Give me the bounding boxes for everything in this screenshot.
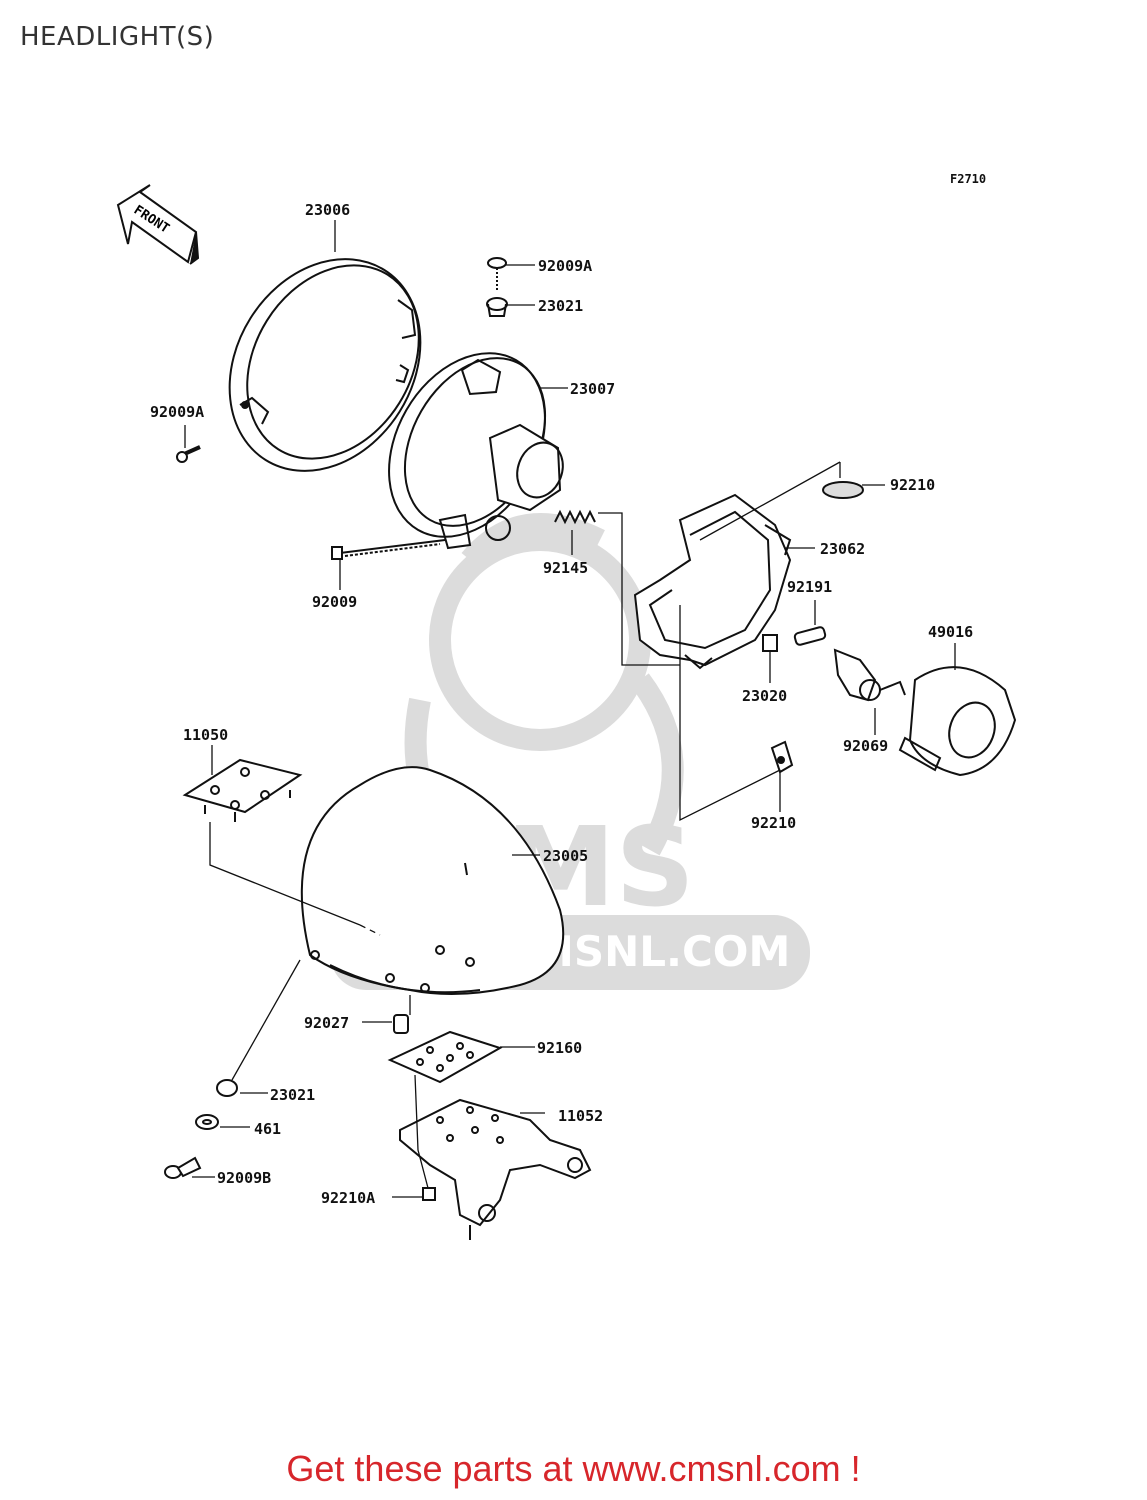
- part-label-23021-bottom[interactable]: 23021: [270, 1086, 315, 1104]
- part-label-23062[interactable]: 23062: [820, 540, 865, 558]
- part-label-49016[interactable]: 49016: [928, 623, 973, 641]
- part-label-92009A-left[interactable]: 92009A: [150, 403, 204, 421]
- parts-drawing: [164, 257, 1017, 1240]
- dust-cover: [898, 666, 1017, 777]
- adjusting-screw: [331, 539, 446, 560]
- leader-lines: [184, 220, 956, 1198]
- collar: [393, 1014, 409, 1034]
- page-title: HEADLIGHT(S): [20, 22, 215, 52]
- part-label-92210A[interactable]: 92210A: [321, 1189, 375, 1207]
- part-label-11052[interactable]: 11052: [558, 1107, 603, 1125]
- part-label-23021-top[interactable]: 23021: [538, 297, 583, 315]
- part-label-92027[interactable]: 92027: [304, 1014, 349, 1032]
- pilot-bulb: [793, 626, 827, 646]
- clip-top: [822, 481, 864, 499]
- part-label-92009B[interactable]: 92009B: [217, 1169, 271, 1187]
- part-label-23007[interactable]: 23007: [570, 380, 615, 398]
- headlight-bulb: [833, 648, 906, 702]
- part-label-23020[interactable]: 23020: [742, 687, 787, 705]
- washer: [195, 1114, 219, 1130]
- nut-bottom: [422, 1187, 436, 1201]
- bolt-bottom: [164, 1156, 202, 1179]
- grommet-top: [486, 297, 508, 317]
- part-label-92009A-top[interactable]: 92009A: [538, 257, 592, 275]
- part-label-92210-top[interactable]: 92210: [890, 476, 935, 494]
- part-label-461[interactable]: 461: [254, 1120, 281, 1138]
- headlight-reflector-housing: [388, 352, 564, 550]
- part-label-23006[interactable]: 23006: [305, 201, 350, 219]
- socket-connector: [762, 634, 778, 652]
- headlight-rim-ring: [228, 258, 422, 472]
- part-label-23005[interactable]: 23005: [543, 847, 588, 865]
- screw-left: [176, 445, 201, 463]
- part-label-11050[interactable]: 11050: [183, 726, 228, 744]
- damper-plate: [387, 1030, 503, 1084]
- grommet-bottom: [216, 1079, 238, 1097]
- part-label-92009[interactable]: 92009: [312, 593, 357, 611]
- footer-link: Get these parts at www.cmsnl.com !: [0, 1448, 1147, 1490]
- part-label-92160[interactable]: 92160: [537, 1039, 582, 1057]
- part-labels: 23006 92009A 23021 23007 92009A 92210 23…: [150, 201, 973, 1207]
- top-mount-plate: [182, 758, 303, 822]
- headlight-cowl: [300, 766, 565, 995]
- front-direction-marker: FRONT: [116, 184, 200, 265]
- clip-mid: [770, 740, 794, 774]
- part-label-92069[interactable]: 92069: [843, 737, 888, 755]
- adjusting-spring: [554, 509, 596, 525]
- part-label-92191[interactable]: 92191: [787, 578, 832, 596]
- lamp-holder-frame: [633, 493, 792, 670]
- screw-top: [487, 257, 507, 290]
- figure-code: F2710: [950, 172, 987, 186]
- part-label-92210-mid[interactable]: 92210: [751, 814, 796, 832]
- part-label-92145[interactable]: 92145: [543, 559, 588, 577]
- mount-bracket: [399, 1098, 592, 1240]
- footer-cta-link[interactable]: Get these parts at www.cmsnl.com !: [286, 1448, 861, 1489]
